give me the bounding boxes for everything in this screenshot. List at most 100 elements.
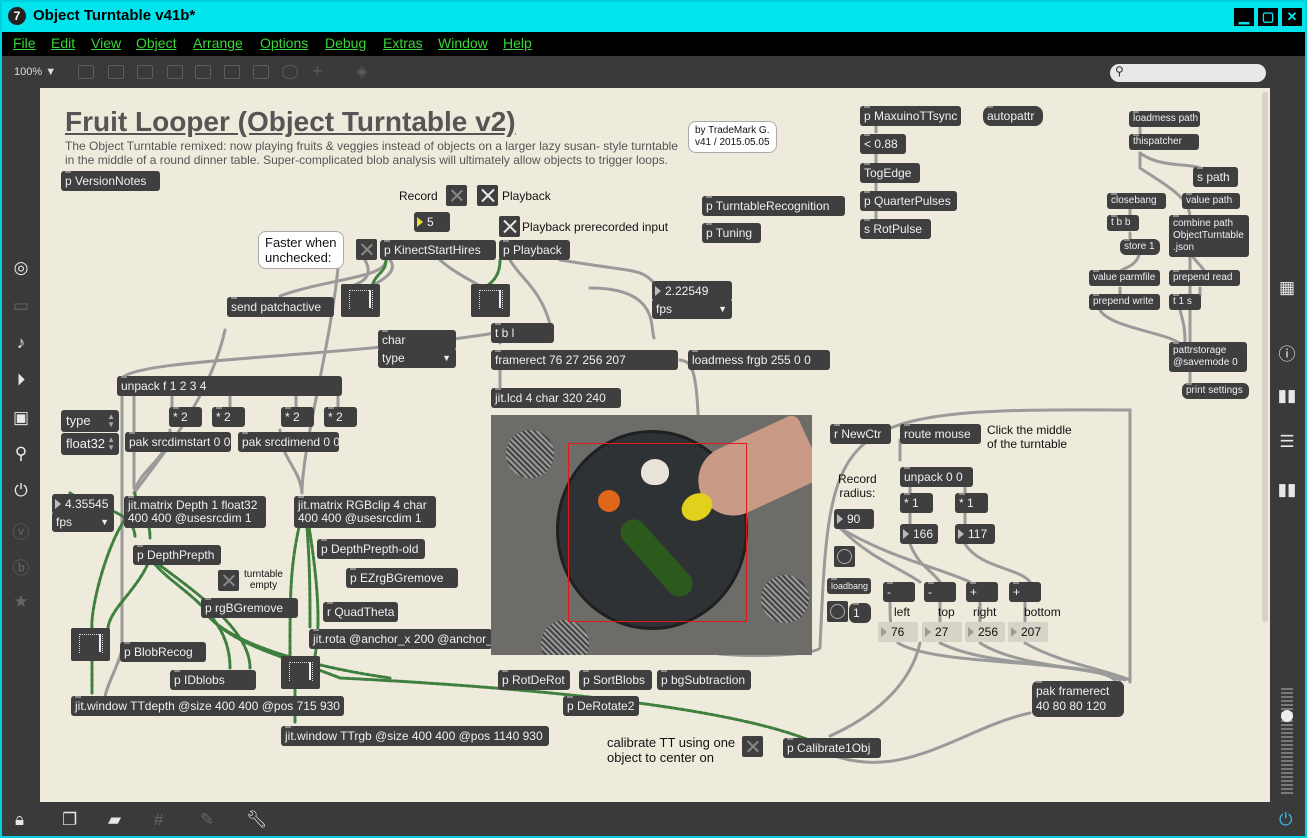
unpack-00-object[interactable]: unpack 0 0 [900, 467, 973, 487]
char-object[interactable]: char [378, 330, 456, 350]
power-icon[interactable]: ⏻ [1279, 810, 1293, 829]
kinect-start-hires-object[interactable]: p KinectStartHires [380, 240, 496, 260]
framerect-message[interactable]: framerect 76 27 256 207 [491, 350, 678, 370]
unpack-f-object[interactable]: unpack f 1 2 3 4 [117, 376, 342, 396]
quadtheta-receive[interactable]: r QuadTheta [323, 602, 398, 622]
dial-icon[interactable] [282, 65, 298, 79]
pak-framerect-message[interactable]: pak framerect 40 80 80 120 [1032, 681, 1124, 717]
send-patchactive-object[interactable]: send patchactive [227, 297, 334, 317]
fps2-number[interactable]: 4.35545 [52, 494, 114, 514]
wrench-icon[interactable]: 🔧︎ [246, 810, 268, 829]
calibrate-toggle[interactable] [742, 736, 763, 757]
menu-options[interactable]: Options [260, 35, 309, 51]
store1-message[interactable]: store 1 [1120, 239, 1160, 255]
prepend-read-object[interactable]: prepend read [1169, 270, 1240, 286]
newctr-receive[interactable]: r NewCtr [830, 424, 891, 444]
scrollbar-thumb[interactable] [1262, 92, 1268, 622]
new-message-icon[interactable] [108, 65, 124, 79]
grid-icon[interactable]: ▦ [1278, 278, 1296, 297]
menu-object[interactable]: Object [136, 35, 177, 51]
grid-icon[interactable]: # [154, 810, 164, 829]
loadbang-bang[interactable] [827, 601, 848, 622]
fps-number[interactable]: 2.22549 [652, 281, 732, 301]
media-icon[interactable]: ⏵ [16, 370, 26, 389]
faster-toggle[interactable] [356, 239, 377, 260]
value-path-object[interactable]: value path [1182, 193, 1240, 209]
fps2-menu[interactable]: fps▼ [52, 512, 114, 532]
version-notes-object[interactable]: p VersionNotes [61, 171, 160, 191]
volume-meter[interactable] [1281, 688, 1293, 796]
left-number[interactable]: 76 [878, 622, 918, 642]
loadbang-object[interactable]: loadbang [827, 578, 871, 594]
vizzie-icon[interactable]: ⓥ [12, 523, 30, 542]
zoom-level[interactable]: 100% ▼ [14, 66, 56, 78]
plus-bottom[interactable]: + [1009, 582, 1041, 602]
turntable-empty-toggle[interactable] [218, 570, 239, 591]
multiply-2-a[interactable]: * 2 [169, 407, 202, 427]
paint-bucket-icon[interactable]: ◈ [356, 63, 368, 80]
menu-file[interactable]: File [13, 35, 36, 51]
rotpulse-send[interactable]: s RotPulse [860, 219, 931, 239]
multiply-2-d[interactable]: * 2 [324, 407, 357, 427]
menu-extras[interactable]: Extras [383, 35, 423, 51]
maximize-button[interactable]: ▢ [1258, 8, 1278, 26]
route-mouse-object[interactable]: route mouse [900, 424, 981, 444]
presentation-icon[interactable]: ▭ [12, 296, 30, 315]
multiply-2-b[interactable]: * 2 [212, 407, 245, 427]
minimize-button[interactable]: ▁ [1234, 8, 1254, 26]
type-menu[interactable]: type▼ [378, 348, 456, 368]
menu-help[interactable]: Help [503, 35, 532, 51]
gate-switch-1[interactable] [341, 284, 380, 317]
patcher-inspector-icon[interactable]: ◎ [13, 258, 29, 277]
record-toggle[interactable] [446, 185, 467, 206]
rgbgremove-object[interactable]: p rgBGremove [201, 598, 298, 618]
beap-icon[interactable]: ⓑ [12, 559, 30, 578]
title-bar[interactable]: 7 Object Turntable v41b* ▁ ▢ ✕ [2, 2, 1305, 32]
list-icon[interactable]: ☰ [1279, 432, 1295, 451]
pak-srcdimstart-object[interactable]: pak srcdimstart 0 0 [125, 432, 231, 452]
rotderot-object[interactable]: p RotDeRot [498, 670, 570, 690]
reference-icon[interactable]: ▮▮ [1277, 480, 1297, 499]
pak-srcdimend-object[interactable]: pak srcdimend 0 0 [238, 432, 340, 452]
tbb-object[interactable]: t b b [1107, 215, 1139, 231]
comment-icon[interactable] [137, 65, 153, 79]
combine-path-object[interactable]: combine path ObjectTurntable .json [1169, 215, 1249, 257]
s-path-object[interactable]: s path [1193, 167, 1238, 187]
jit-matrix-depth-object[interactable]: jit.matrix Depth 1 float32 400 400 @uses… [124, 496, 266, 528]
less-than-object[interactable]: < 0.88 [860, 134, 906, 154]
gate-switch-rgb[interactable] [281, 656, 320, 689]
image-icon[interactable]: ▣ [12, 408, 30, 427]
jit-matrix-rgbclip-object[interactable]: jit.matrix RGBclip 4 char 400 400 @usesr… [294, 496, 436, 528]
bgsubtraction-object[interactable]: p bgSubtraction [657, 670, 751, 690]
tuning-object[interactable]: p Tuning [702, 223, 761, 243]
derotate2-object[interactable]: p DeRotate2 [563, 696, 639, 716]
autopattr-object[interactable]: autopattr [983, 106, 1043, 126]
quarterpulses-object[interactable]: p QuarterPulses [860, 191, 957, 211]
patcher-canvas[interactable]: Fruit Looper (Object Turntable v2) The O… [40, 88, 1260, 802]
close-button[interactable]: ✕ [1282, 8, 1302, 26]
maxuino-ttsync-object[interactable]: p MaxuinoTTsync [860, 106, 961, 126]
ezrgbgremove-object[interactable]: p EZrgBGremove [346, 568, 458, 588]
closebang-object[interactable]: closebang [1107, 193, 1166, 209]
message-1[interactable]: 1 [849, 603, 871, 623]
multiply-1-b[interactable]: * 1 [955, 493, 988, 513]
lock-icon[interactable]: 🔒︎ [15, 810, 25, 829]
number-5[interactable]: 5 [414, 212, 450, 232]
sortblobs-object[interactable]: p SortBlobs [579, 670, 652, 690]
music-note-icon[interactable]: ♪ [16, 333, 26, 352]
fps-menu[interactable]: fps▼ [652, 299, 732, 319]
book-icon[interactable]: ▮▮ [1277, 386, 1297, 405]
prepend-write-object[interactable]: prepend write [1089, 294, 1160, 310]
menu-debug[interactable]: Debug [325, 35, 367, 51]
idblobs-object[interactable]: p IDblobs [170, 670, 256, 690]
depth-prepth-object[interactable]: p DepthPrepth [133, 545, 221, 565]
depth-prepth-old-object[interactable]: p DepthPrepth-old [317, 539, 425, 559]
type-spinner[interactable]: type▲▼ [61, 410, 119, 432]
plug-icon[interactable]: ⏻ [14, 481, 28, 500]
paperclip-icon[interactable]: ⚲ [14, 444, 28, 463]
snap-icon[interactable]: ✎ [200, 810, 215, 829]
togedge-object[interactable]: TogEdge [860, 163, 920, 183]
playback-prerec-toggle[interactable] [499, 216, 520, 237]
float32-spinner[interactable]: float32▲▼ [61, 433, 119, 455]
blob-recog-object[interactable]: p BlobRecog [120, 642, 206, 662]
